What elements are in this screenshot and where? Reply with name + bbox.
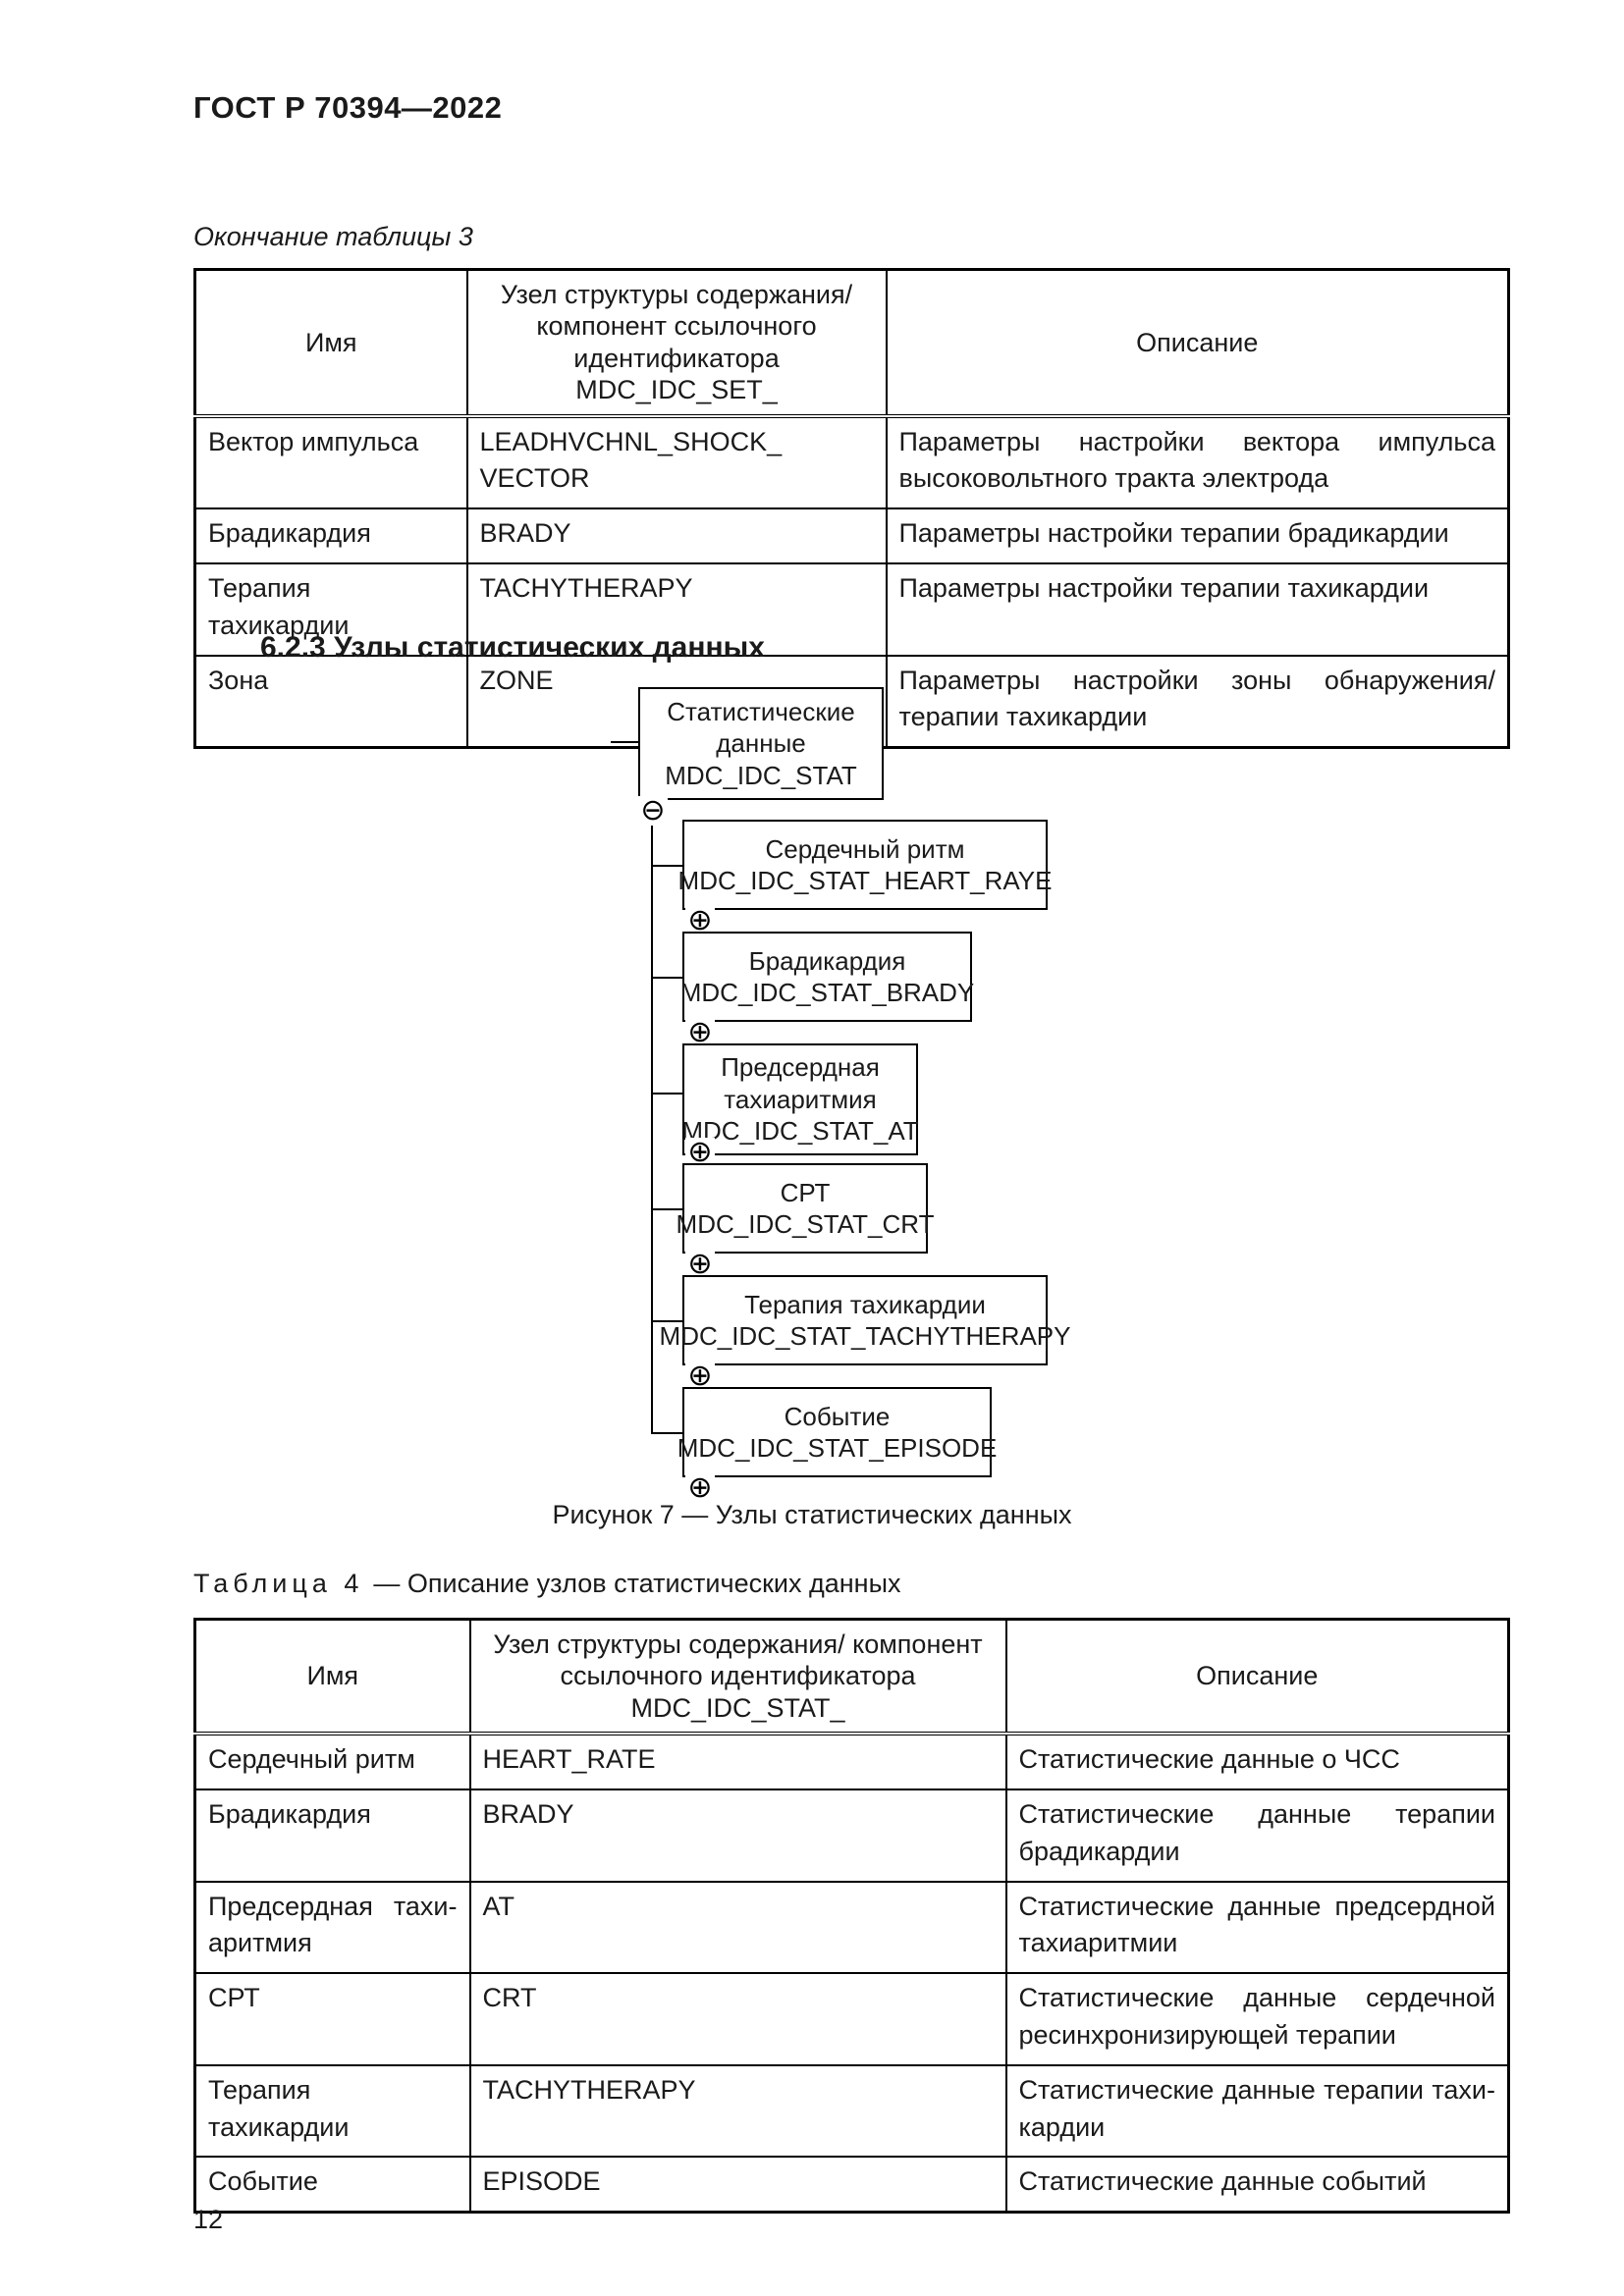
table4-row5-name: Событие [193, 2156, 471, 2214]
table4-row0-name: Сердечный ритм [193, 1733, 471, 1790]
table4-col-header-name: Имя [193, 1618, 471, 1736]
table4-row4-node: TACHYTHERAPY [468, 2063, 1007, 2159]
table3-row0-name: Вектор импульса [193, 414, 468, 510]
table4-row3-description: Статистические данные сердечной ре­синхр… [1004, 1972, 1510, 2066]
table3-row2-name: Терапия тахикардии [193, 561, 468, 657]
table3-col-header-description: Описание [885, 268, 1510, 418]
table4-row0-description: Статистические данные о ЧСС [1004, 1733, 1510, 1790]
table-row: Предсердная тахи­аритмия AT Статистическ… [193, 1880, 1510, 1975]
node-heart-rate: Сердечный ритм MDC_IDC_STAT_HEART_RAYE [678, 820, 1052, 910]
table3-row1-name: Брадикардия [193, 507, 468, 564]
table3-continuation-label: Окончание таблицы 3 [193, 222, 473, 251]
table4-col-header-node: Узел структуры содержания/ компонент ссы… [468, 1618, 1007, 1736]
expand-plus-icon: ⊕ [685, 906, 715, 935]
table3-header-row: Имя Узел структуры содержания/ компонент… [193, 268, 1510, 418]
expand-plus-icon: ⊕ [685, 1473, 715, 1503]
table-row: Брадикардия BRADY Статистические данные … [193, 1788, 1510, 1883]
table4: Имя Узел структуры содержания/ компонент… [193, 1618, 1510, 2215]
connector-line [651, 865, 683, 867]
node-label: Брадикардия [748, 945, 906, 976]
node-at: Предсердная тахиаритмия MDC_IDC_STAT_AT [681, 1043, 919, 1155]
node-crt: СРТ MDC_IDC_STAT_CRT [677, 1163, 934, 1254]
table3-col-header-node: Узел структуры содержания/ компонент ссы… [465, 268, 888, 418]
collapse-minus-icon: ⊖ [638, 796, 668, 826]
node-label: Терапия тахикардии [744, 1289, 986, 1319]
figure-7-diagram: Статистические данные MDC_IDC_STAT ⊖ Сер… [0, 682, 1624, 1512]
expand-plus-icon: ⊕ [685, 1138, 715, 1167]
table-row: Терапия тахикардии TACHYTHERAPY Параметр… [193, 561, 1510, 657]
table4-row5-description: Статистические данные событий [1004, 2156, 1510, 2214]
expand-plus-icon: ⊕ [685, 1362, 715, 1391]
node-label: Предсердная тахиаритмия [721, 1052, 880, 1114]
table4-row1-node: BRADY [468, 1788, 1007, 1883]
node-brady: Брадикардия MDC_IDC_STAT_BRADY [679, 932, 975, 1022]
expand-plus-icon: ⊕ [685, 1018, 715, 1047]
page-number: 12 [193, 2205, 224, 2234]
table-row: Терапия тахикардии TACHYTHERAPY Статисти… [193, 2063, 1510, 2159]
table-row: Сердечный ритм HEART_RATE Статистические… [193, 1733, 1510, 1790]
connector-line [651, 1093, 683, 1095]
figure-caption: Рисунок 7 — Узлы статистических данных [552, 1500, 1072, 1529]
table4-header-row: Имя Узел структуры содержания/ компонент… [193, 1618, 1510, 1736]
table3-row1-node: BRADY [465, 507, 888, 564]
node-code: MDC_IDC_STAT_HEART_RAYE [677, 866, 1053, 895]
node-root: Статистические данные MDC_IDC_STAT [638, 687, 884, 800]
connector-line [651, 1208, 683, 1210]
table4-row4-description: Статистические данные терапии тахи­карди… [1004, 2063, 1510, 2159]
node-code: MDC_IDC_STAT_TACHYTHERAPY [659, 1321, 1071, 1351]
table4-row2-node: AT [468, 1880, 1007, 1975]
table4-row1-description: Статистические данные терапии бради­кард… [1004, 1788, 1510, 1883]
node-code: MDC_IDC_STAT_EPISODE [677, 1433, 998, 1463]
table3-row3-name: Зона [193, 654, 468, 749]
tree-trunk-line [651, 826, 653, 1434]
node-code: MDC_IDC_STAT_CRT [676, 1209, 935, 1239]
node-label: Статистические данные [667, 696, 855, 759]
table4-label: Таблица 4 [193, 1569, 364, 1598]
table3-row1-description: Параметры настройки терапии брадикардии [885, 507, 1510, 564]
table4-row2-description: Статистические данные предсердной та­хиа… [1004, 1880, 1510, 1975]
table3-row2-node: TACHYTHERAPY [465, 561, 888, 657]
table4-row3-node: CRT [468, 1972, 1007, 2066]
table-row: Брадикардия BRADY Параметры настройки те… [193, 507, 1510, 564]
table3-row0-node: LEADHVCHNL_SHOCK_ VECTOR [465, 414, 888, 510]
node-code: MDC_IDC_STAT_AT [681, 1116, 919, 1146]
node-label: СРТ [780, 1177, 831, 1207]
table3-row2-description: Параметры настройки терапии тахикардии [885, 561, 1510, 657]
table-row: Событие EPISODE Статистические данные со… [193, 2156, 1510, 2214]
table4-row4-name: Терапия тахикардии [193, 2063, 471, 2159]
table3: Имя Узел структуры содержания/ компонент… [193, 268, 1510, 750]
section-heading-6-2-3: 6.2.3 Узлы статистических данных [260, 631, 765, 664]
node-code: MDC_IDC_STAT [665, 760, 857, 790]
connector-line [651, 1432, 683, 1434]
table3-row0-description: Параметры настройки вектора импульса выс… [885, 414, 1510, 510]
node-label: Сердечный ритм [765, 833, 965, 864]
node-tachytherapy: Терапия тахикардии MDC_IDC_STAT_TACHYTHE… [660, 1275, 1070, 1365]
node-episode: Событие MDC_IDC_STAT_EPISODE [677, 1387, 997, 1477]
table4-title-text: — Описание узлов статистических данных [373, 1569, 901, 1598]
table4-row5-node: EPISODE [468, 2156, 1007, 2214]
table3-col-header-name: Имя [193, 268, 468, 418]
node-label: Событие [784, 1401, 891, 1431]
expand-plus-icon: ⊕ [685, 1250, 715, 1279]
table-row: СРТ CRT Статистические данные сердечной … [193, 1972, 1510, 2066]
table4-row3-name: СРТ [193, 1972, 471, 2066]
table4-row2-name: Предсердная тахи­аритмия [193, 1880, 471, 1975]
table4-row1-name: Брадикардия [193, 1788, 471, 1883]
node-code: MDC_IDC_STAT_BRADY [679, 978, 975, 1007]
table4-col-header-description: Описание [1004, 1618, 1510, 1736]
parent-connector-line [611, 741, 638, 743]
table3-row3-description: Параметры настройки зоны обнаружения/тер… [885, 654, 1510, 749]
table4-row0-node: HEART_RATE [468, 1733, 1007, 1790]
connector-line [651, 977, 683, 979]
document-code-header: ГОСТ Р 70394—2022 [193, 90, 503, 125]
table4-title: Таблица 4 — Описание узлов статистических… [193, 1569, 900, 1599]
connector-line [651, 1320, 683, 1322]
table-row: Вектор импульса LEADHVCHNL_SHOCK_ VECTOR… [193, 414, 1510, 510]
